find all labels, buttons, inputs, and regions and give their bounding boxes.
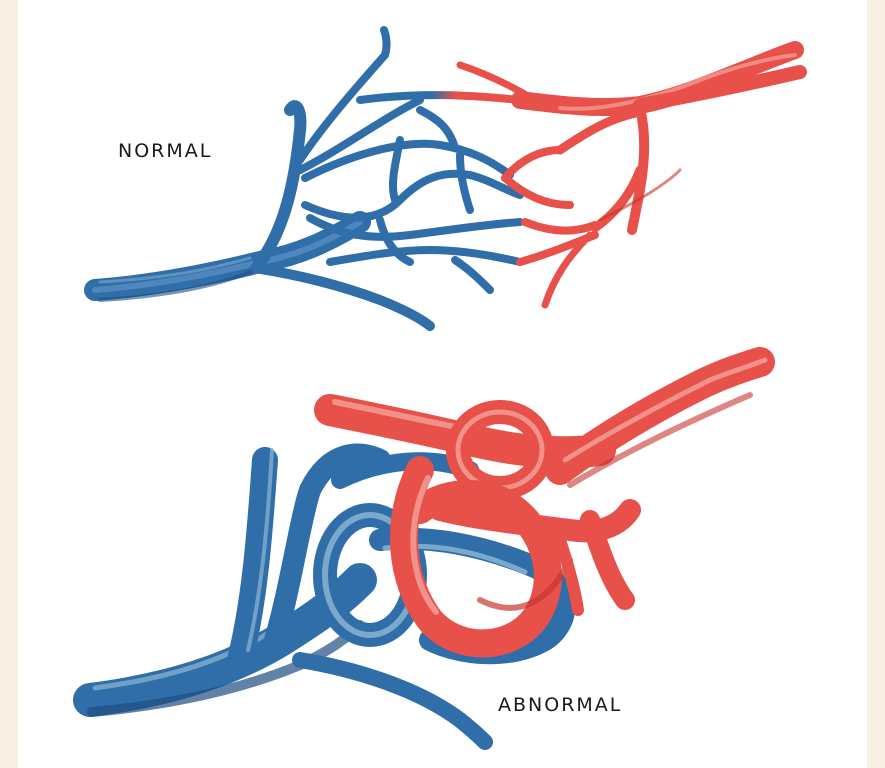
abnormal-vessel-tangle xyxy=(90,360,765,742)
normal-vein-trunk xyxy=(95,30,430,326)
normal-vessel-network xyxy=(95,30,800,326)
normal-capillary-net xyxy=(305,95,595,290)
normal-label: NORMAL xyxy=(118,140,212,162)
abnormal-label: ABNORMAL xyxy=(498,694,622,716)
abnormal-artery-trunk xyxy=(560,360,765,610)
